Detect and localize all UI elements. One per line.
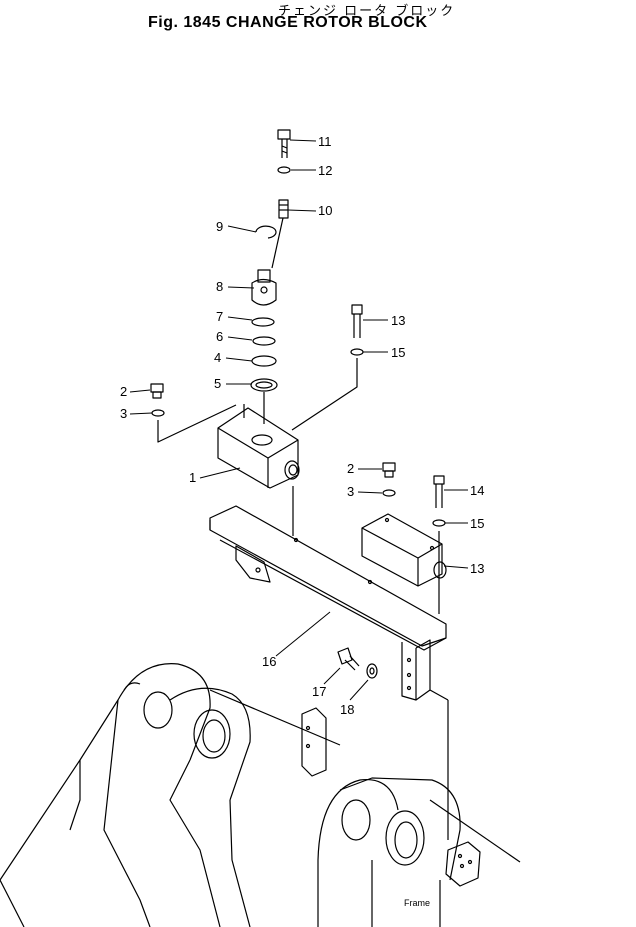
- part-11-bolt: [277, 129, 291, 158]
- callout-11: 11: [318, 134, 332, 149]
- callout-numbers: 11 12 10 9 8 7 6 4 5 2 3 1 13 15 2 3 14 …: [120, 134, 484, 908]
- part-12-washer: [277, 166, 291, 174]
- part-3-washer-lower: [382, 489, 396, 497]
- callout-1: 1: [189, 470, 196, 485]
- callout-14: 13: [391, 313, 405, 328]
- part-2-plug: [150, 383, 164, 399]
- part-15-washer-lower: [432, 519, 446, 527]
- callout-2: 2: [120, 384, 127, 399]
- callout-2-lower: 2: [347, 461, 354, 476]
- callout-12: 12: [318, 163, 332, 178]
- callout-8: 8: [216, 279, 223, 294]
- figure-title: Fig. 1845 CHANGE ROTOR BLOCK: [148, 14, 428, 31]
- title-japanese: チェンジ ロータ ブロック: [278, 4, 456, 19]
- part-18-washer: [366, 663, 378, 679]
- part-1-block: [217, 392, 300, 489]
- callout-6: 6: [216, 329, 223, 344]
- part-17-bolt: [337, 647, 360, 671]
- callout-10: 10: [318, 203, 332, 218]
- part-4-o-ring: [251, 355, 277, 367]
- part-2-plug-lower: [382, 462, 396, 478]
- part-9-snap-ring: [255, 225, 277, 239]
- callout-16: 16: [262, 654, 276, 669]
- callout-3: 3: [120, 406, 127, 421]
- callout-17: 17: [312, 684, 326, 699]
- part-14-bolt: [351, 304, 363, 338]
- part-14-bolt-lower: [433, 475, 445, 508]
- part-5-seal: [250, 378, 278, 392]
- part-13-block: [361, 513, 447, 614]
- frame-structure: [0, 663, 521, 927]
- callout-15: 15: [391, 345, 405, 360]
- callout-4: 4: [214, 350, 221, 365]
- callout-9: 9: [216, 219, 223, 234]
- callout-13: 13: [470, 561, 484, 576]
- frame-label: Frame: [404, 898, 430, 908]
- part-15-washer: [350, 348, 364, 356]
- callout-15-lower: 15: [470, 516, 484, 531]
- callout-14-lower: 14: [470, 483, 484, 498]
- callout-18: 18: [340, 702, 354, 717]
- callout-5: 5: [214, 376, 221, 391]
- callout-leaders: [129, 139, 469, 701]
- part-6-o-ring: [252, 336, 276, 346]
- leader-line: [291, 358, 358, 431]
- part-3-washer: [151, 409, 165, 417]
- callout-7: 7: [216, 309, 223, 324]
- mounting-plate: [301, 707, 327, 777]
- callout-3-lower: 3: [347, 484, 354, 499]
- leader-line: [157, 404, 237, 443]
- part-7-o-ring: [251, 317, 275, 327]
- part-16-bracket: [209, 486, 447, 701]
- part-8-rotor: [251, 269, 277, 306]
- part-10-fitting: [271, 199, 289, 269]
- mounting-plate: [445, 841, 481, 887]
